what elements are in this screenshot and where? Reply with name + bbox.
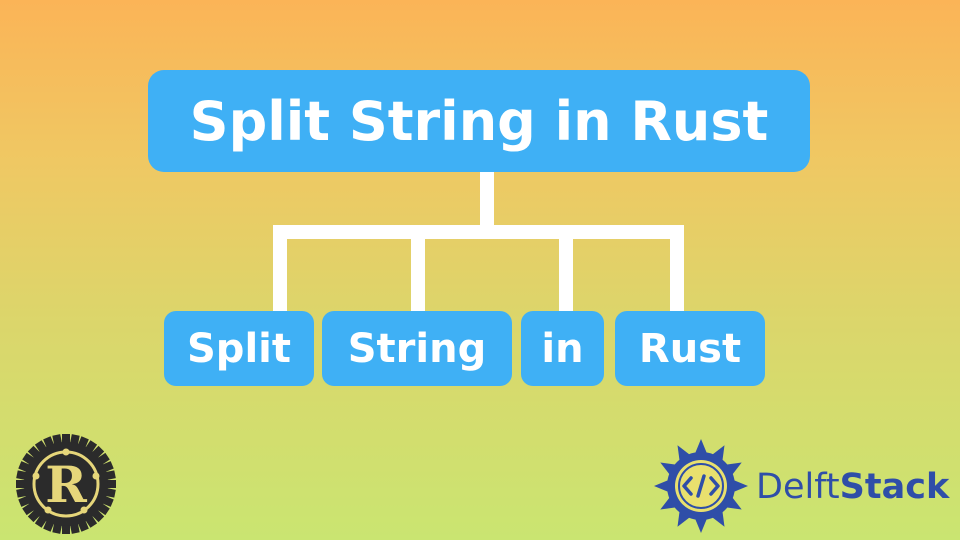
emblem-petal [731, 479, 748, 493]
brand-name-part1: Delft [756, 467, 840, 507]
connector-split [273, 225, 287, 313]
emblem-petal [694, 516, 708, 533]
connector-rust [670, 225, 684, 313]
word-box-string: String [322, 311, 512, 386]
word-rust: Rust [638, 325, 742, 372]
rust-logo-letter: R [45, 455, 87, 514]
title-text: Split String in Rust [189, 89, 769, 153]
brand-name-part2: Stack [839, 467, 950, 507]
connector-crossbar [273, 225, 684, 239]
word-split: Split [187, 325, 291, 372]
rust-logo-icon: R [16, 434, 116, 534]
word-string: String [347, 325, 487, 372]
word-box-rust: Rust [615, 311, 765, 386]
connector-string [411, 225, 425, 313]
emblem-petal [654, 479, 671, 493]
rust-gear-tooth [62, 520, 70, 534]
word-box-in: in [521, 311, 604, 386]
connector-trunk [480, 170, 494, 232]
code-brackets-icon [682, 474, 720, 498]
title-box: Split String in Rust [148, 70, 810, 172]
word-box-split: Split [164, 311, 314, 386]
emblem-petal [694, 439, 708, 456]
connector-in [559, 225, 573, 313]
delftstack-emblem-icon [654, 439, 748, 533]
rust-gear-tooth [62, 434, 70, 448]
word-in: in [541, 325, 584, 372]
